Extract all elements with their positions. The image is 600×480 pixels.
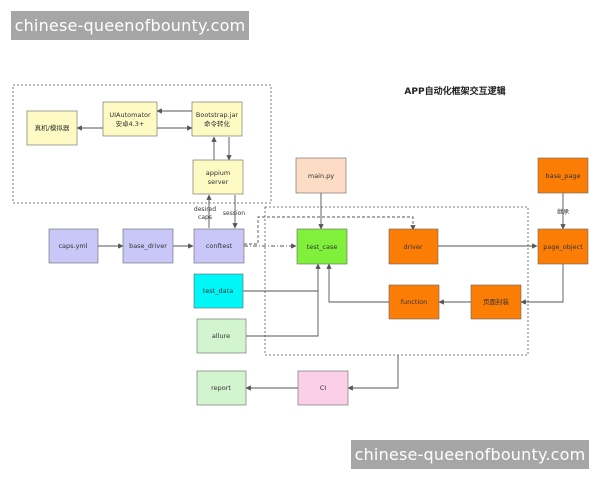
edge-function-testcase: [326, 263, 389, 303]
node-page-elements-label: 页面封装: [483, 297, 510, 306]
node-appium-line1: appium: [206, 169, 231, 177]
node-test-data-label: test_data: [203, 287, 233, 295]
node-page-object-label: page_object: [543, 243, 583, 251]
node-ci-label: CI: [320, 384, 327, 392]
edge-label-session: session: [223, 210, 245, 217]
node-driver: driver: [388, 228, 439, 265]
node-base-page: base_page: [537, 157, 589, 194]
watermark-top: chinese-queenofbounty.com: [11, 11, 249, 40]
edge-label-caps: caps: [198, 214, 212, 221]
node-test-data: test_data: [193, 273, 244, 309]
watermark-bottom: chinese-queenofbounty.com: [351, 440, 589, 469]
node-conftest: conftest: [193, 228, 245, 264]
node-base-page-label: base_page: [546, 172, 581, 180]
node-bootstrap-line2: 命令转化: [204, 119, 231, 128]
node-function: function: [388, 284, 440, 320]
node-driver-label: driver: [403, 243, 422, 251]
appium-group-border: [12, 84, 272, 204]
node-base-driver: base_driver: [122, 228, 174, 264]
node-bootstrap: Bootstrap.jar 命令转化: [191, 101, 243, 137]
node-function-label: function: [401, 298, 428, 306]
node-base-driver-label: base_driver: [129, 242, 167, 250]
node-test-case: test_case: [296, 228, 348, 265]
edge-group-ci: [347, 355, 399, 391]
edge-label-desired: desired: [194, 206, 216, 213]
node-uiautomator: UIAutomator 安卓4.3+: [102, 101, 158, 137]
edge-conftest-driver: [244, 216, 416, 245]
node-page-object: page_object: [537, 228, 589, 265]
node-bootstrap-line1: Bootstrap.jar: [196, 111, 239, 119]
edge-pageobject-elements: [520, 264, 564, 305]
framework-group-border: [264, 206, 529, 356]
node-main-py-label: main.py: [308, 172, 334, 180]
node-report-label: report: [211, 384, 231, 392]
node-ci: CI: [297, 370, 349, 406]
node-test-case-label: test_case: [307, 243, 338, 251]
node-conftest-label: conftest: [206, 242, 233, 250]
node-allure: allure: [196, 318, 247, 354]
node-page-elements: 页面封装: [470, 284, 522, 320]
edge-allure-testcase: [243, 263, 321, 337]
node-device-label: 真机/模拟器: [35, 123, 70, 132]
node-appium-line2: server: [208, 178, 229, 186]
edge-label-inherit: 继承: [557, 208, 569, 216]
node-allure-label: allure: [212, 332, 230, 340]
node-uiautomator-line1: UIAutomator: [109, 111, 151, 119]
node-uiautomator-line2: 安卓4.3+: [116, 119, 145, 128]
node-caps-yml: caps.yml: [48, 228, 99, 264]
node-report: report: [196, 370, 247, 406]
node-main-py: main.py: [295, 157, 347, 194]
diagram-title: APP自动化框架交互逻辑: [404, 85, 505, 97]
node-caps-yml-label: caps.yml: [58, 242, 87, 250]
node-device: 真机/模拟器: [26, 110, 78, 146]
node-appium-server: appium server: [192, 159, 244, 195]
